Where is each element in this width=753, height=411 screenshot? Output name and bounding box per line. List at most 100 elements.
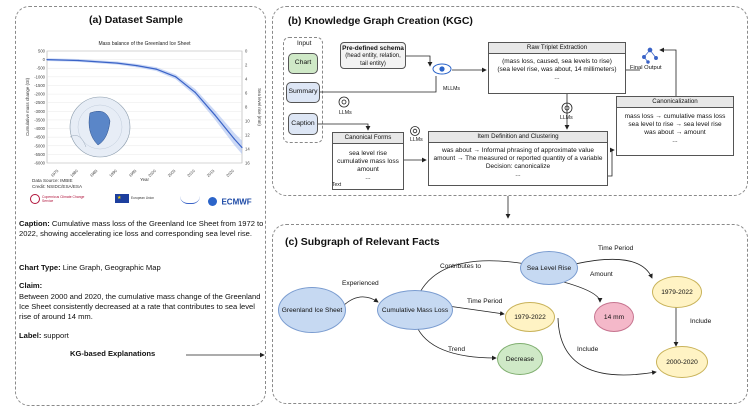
canonical-forms-box: Canonical Forms sea level rise cumulativ… xyxy=(332,132,404,190)
chart-type-block: Chart Type: Line Graph, Geographic Map xyxy=(19,263,265,273)
y-tick-label: 500 xyxy=(38,49,46,54)
y-tick-label: -500 xyxy=(37,66,46,71)
edge-label-time-period-2: Time Period xyxy=(598,245,634,252)
edge-label-experienced: Experienced xyxy=(342,280,379,287)
ecmwf-logo: ECMWF xyxy=(208,193,252,211)
data-point xyxy=(46,59,48,61)
label-block: Label: support xyxy=(19,331,265,341)
panel-kg-creation xyxy=(272,6,748,196)
canonicalization-title: Canonicalization xyxy=(617,97,733,108)
x-axis-label: Year xyxy=(140,177,149,182)
y2-tick-label: 2 xyxy=(245,63,248,68)
input-chart: Chart xyxy=(288,53,318,74)
node-cumulative-mass-loss: Cumulative Mass Loss xyxy=(377,290,453,330)
node-period-2000-2020: 2000-2020 xyxy=(656,346,708,378)
input-summary: Summary xyxy=(286,82,320,103)
y-tick-label: -4000 xyxy=(34,126,45,131)
y2-axis-label: Sea level rise (mm) xyxy=(257,88,262,126)
y-tick-label: -1000 xyxy=(34,74,45,79)
y2-tick-label: 6 xyxy=(245,91,248,96)
y-tick-label: -4500 xyxy=(34,135,45,140)
llm-label-3: LLMs xyxy=(410,137,423,143)
canon-line-2: sea level to rise → sea level rise xyxy=(628,120,722,128)
x-tick-label: 2015 xyxy=(206,168,216,178)
canon-ellipsis: ... xyxy=(672,137,678,145)
data-source-text: Data Source: IMBIE xyxy=(32,178,73,183)
y2-tick-label: 4 xyxy=(245,77,248,82)
y-tick-label: -2500 xyxy=(34,100,45,105)
text-label: Text xyxy=(332,182,342,188)
inset-map-ring xyxy=(77,104,123,150)
panel-c-title: (c) Subgraph of Relevant Facts xyxy=(285,236,440,248)
x-tick-label: 1990 xyxy=(108,168,118,178)
edge-label-time-period-1: Time Period xyxy=(467,298,503,305)
raw-line-2: (sea level rise, was about, 14 millimete… xyxy=(497,65,617,73)
data-point xyxy=(175,76,177,78)
data-point xyxy=(155,68,157,70)
label-text: support xyxy=(43,331,69,340)
node-14mm: 14 mm xyxy=(594,302,634,332)
forms-line-1: sea level rise xyxy=(349,149,387,157)
raw-triplet-title: Raw Triplet Extraction xyxy=(489,43,625,54)
node-period-1979-2022-b: 1979-2022 xyxy=(652,276,702,308)
y-tick-label: -5500 xyxy=(34,152,45,157)
y2-tick-label: 16 xyxy=(245,161,250,166)
schema-text: (head entity, relation, tail entity) xyxy=(345,53,401,67)
input-group xyxy=(283,37,323,143)
y-tick-label: -3000 xyxy=(34,109,45,114)
edge-label-include-2: Include xyxy=(577,346,599,353)
kg-explanations-label: KG-based Explanations xyxy=(70,349,156,358)
forms-ellipsis: ... xyxy=(365,174,371,182)
y2-tick-label: 10 xyxy=(245,119,250,124)
schema-box: Pre-defined schema (head entity, relatio… xyxy=(340,42,406,69)
x-tick-label: 2000 xyxy=(147,168,157,178)
mllm-label: MLLMs xyxy=(443,86,461,92)
line-chart: 5000-500-1000-1500-2000-2500-3000-3500-4… xyxy=(25,41,262,182)
raw-line-1: (mass loss, caused, sea levels to rise) xyxy=(502,57,612,65)
data-point xyxy=(136,65,138,67)
llm-label-2: LLMs xyxy=(560,115,573,121)
chart-title: Mass balance of the Greenland Ice Sheet xyxy=(98,41,191,47)
input-caption: Caption xyxy=(288,113,318,135)
canon-line-1: mass loss → cumulative mass loss xyxy=(624,112,726,120)
y2-tick-label: 0 xyxy=(245,49,248,54)
coastline xyxy=(69,135,87,148)
panel-subgraph xyxy=(272,224,748,404)
claim-text: Between 2000 and 2020, the cumulative ma… xyxy=(19,292,261,321)
x-tick-label: 1985 xyxy=(89,168,99,178)
canon-line-3: was about → amount xyxy=(644,129,706,136)
data-point xyxy=(214,114,216,116)
llm-chip-icon xyxy=(338,96,573,136)
series-line xyxy=(46,59,243,148)
x-tick-label: 2020 xyxy=(225,168,235,178)
canonicalization-box: Canonicalization mass loss → cumulative … xyxy=(616,96,734,156)
x-tick-label: 2010 xyxy=(186,168,196,178)
x-tick-label: 1980 xyxy=(69,168,79,178)
claim-heading: Claim: xyxy=(19,281,43,290)
x-tick-label: 1995 xyxy=(128,168,138,178)
node-sea-level-rise: Sea Level Rise xyxy=(520,251,578,285)
data-point xyxy=(241,146,243,149)
item-line-1: was about → Informal phrasing of approxi… xyxy=(441,146,595,154)
greenland-shape xyxy=(88,111,111,146)
schema-title: Pre-defined schema xyxy=(342,45,404,52)
data-point xyxy=(194,91,196,93)
panel-dataset-sample xyxy=(15,6,266,406)
copernicus-swirl-logo xyxy=(180,195,200,204)
caption-text: Cumulative mass loss of the Greenland Ic… xyxy=(19,219,264,238)
item-ellipsis: ... xyxy=(515,171,521,179)
y-tick-label: 0 xyxy=(43,57,46,62)
x-tick-label: 2005 xyxy=(167,168,177,178)
logos-row: Copernicus Climate Change Service ★ Euro… xyxy=(30,193,260,207)
edge-label-contributes: Contributes to xyxy=(440,263,482,270)
item-definition-box: Item Definition and Clustering was about… xyxy=(428,131,608,186)
raw-triplet-box: Raw Triplet Extraction (mass loss, cause… xyxy=(488,42,626,94)
final-output-label: Final Output xyxy=(630,65,662,71)
y2-tick-label: 12 xyxy=(245,133,250,138)
y-tick-label: -5000 xyxy=(34,143,45,148)
chart-type-text: Line Graph, Geographic Map xyxy=(62,263,161,272)
item-line-3: Decision: canonicalize xyxy=(485,163,551,170)
item-line-2: amount → The measured or reported quanti… xyxy=(433,154,603,162)
